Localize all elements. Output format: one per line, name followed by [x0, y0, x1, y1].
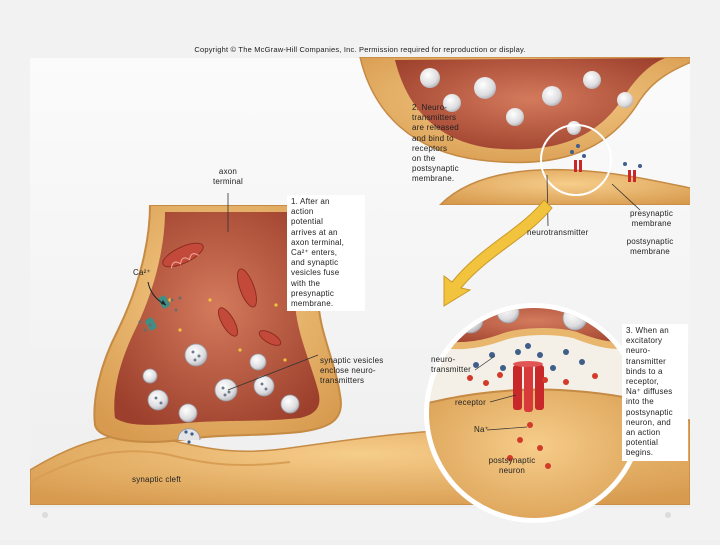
magnify-arrow [443, 199, 553, 307]
synaptic-vesicles [142, 343, 300, 423]
label-postsynaptic-neuron: postsynaptic neuron [488, 456, 536, 476]
overview-vesicles [420, 68, 633, 135]
label-synaptic-cleft: synaptic cleft [132, 475, 182, 484]
magnifier-circle [540, 124, 612, 196]
slide-dot [665, 512, 671, 518]
label-synaptic-vesicles: synaptic vesicles enclose neuro- transmi… [320, 356, 384, 386]
step-1-callout: 1. After an action potential arrives at … [287, 195, 365, 312]
step-3-callout: 3. When an excitatory neuro- transmitter… [622, 324, 688, 461]
overview-inset [359, 57, 690, 205]
label-postsynaptic-membrane: postsynaptic membrane [626, 237, 674, 257]
mitochondria [162, 242, 282, 346]
label-presynaptic-membrane: presynaptic membrane [629, 209, 674, 229]
step-2-callout: 2. Neuro- transmitters are released and … [412, 103, 459, 184]
label-neurotransmitter: neurotransmitter [527, 228, 589, 237]
label-sodium: Na⁺ [474, 425, 490, 434]
label-axon-terminal: axon terminal [212, 167, 244, 187]
overview-postsynaptic-neuron [438, 168, 690, 205]
copyright-notice: Copyright © The McGraw-Hill Companies, I… [194, 45, 526, 54]
label-receptor: receptor [455, 398, 486, 407]
zoom-postsynaptic-neuron [429, 388, 639, 518]
fusing-vesicle [177, 428, 201, 441]
zoom-sodium-ions [467, 372, 598, 469]
zoom-receptor [513, 361, 544, 412]
label-calcium: Ca²⁺ [133, 268, 151, 277]
label-zoom-neurotransmitter: neuro- transmitter [431, 355, 471, 375]
zoom-neurotransmitters [473, 343, 585, 371]
slide-dot [42, 512, 48, 518]
